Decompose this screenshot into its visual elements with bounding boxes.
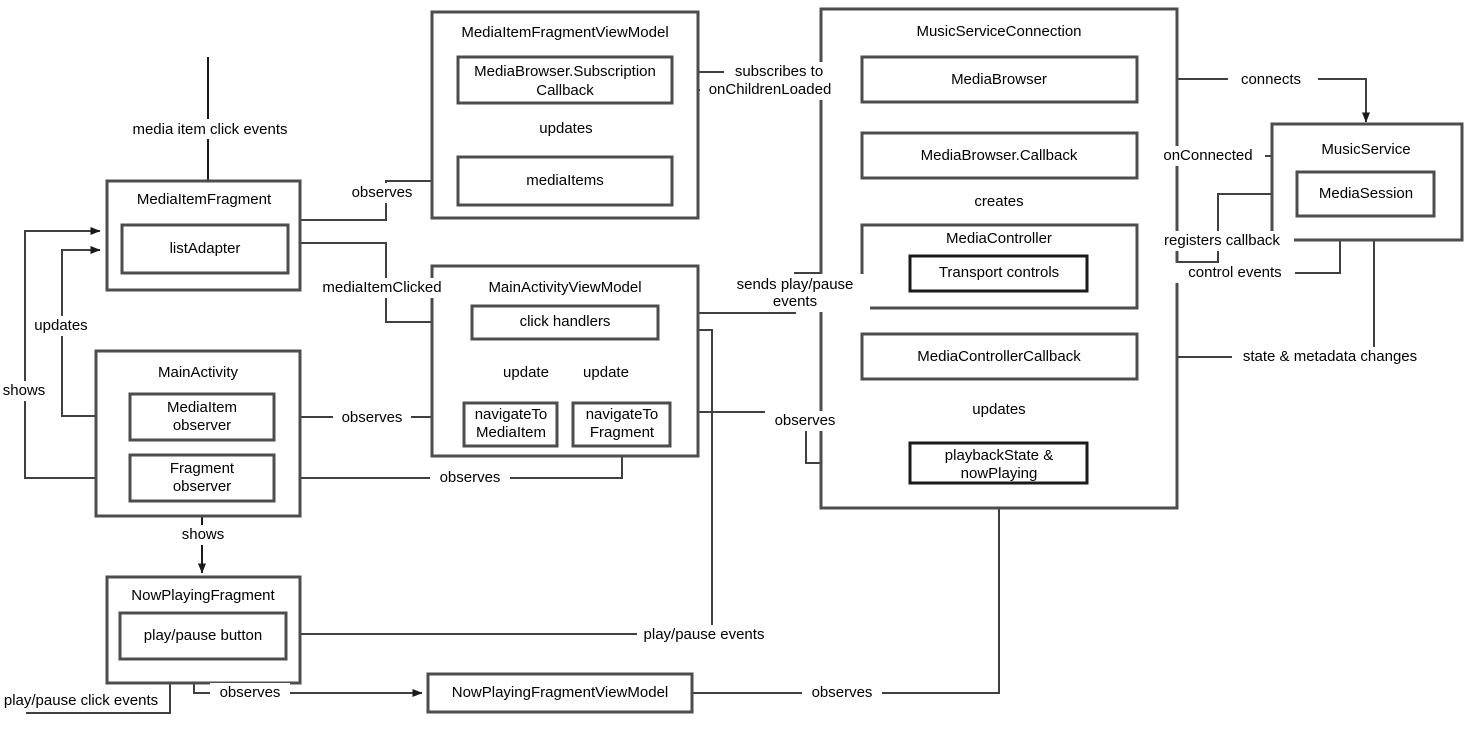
edge-label-updates-playback-state: updates bbox=[972, 401, 1025, 418]
label-now-playing-fragment: NowPlayingFragment bbox=[131, 587, 275, 604]
node-click-handlers bbox=[470, 304, 660, 341]
edge-label-observes-media-item-observer: observes bbox=[342, 409, 403, 426]
edge-label-on-connected: onConnected bbox=[1163, 147, 1252, 164]
label-media-item-fragment: MediaItemFragment bbox=[137, 191, 272, 208]
label-playback-state-line2: nowPlaying bbox=[961, 465, 1038, 482]
edge-label-play-pause-events: play/pause events bbox=[644, 626, 765, 643]
edge-label-update-right: update bbox=[583, 364, 629, 381]
node-media-session bbox=[1295, 170, 1436, 218]
edge-label-updates-list-adapter: updates bbox=[34, 317, 87, 334]
label-transport-controls: Transport controls bbox=[939, 264, 1059, 281]
edge-observes-playback-state-npvm bbox=[692, 489, 1003, 694]
node-transport-controls bbox=[908, 254, 1089, 293]
node-media-items bbox=[456, 155, 674, 207]
node-navigate-to-fragment bbox=[571, 401, 672, 448]
label-media-items: mediaItems bbox=[526, 172, 604, 189]
label-media-item-fragment-view-model: MediaItemFragmentViewModel bbox=[461, 24, 668, 41]
edge-label-observes-playback-left: observes bbox=[775, 412, 836, 429]
edge-label-on-children-loaded: onChildrenLoaded bbox=[709, 81, 832, 98]
label-media-session: MediaSession bbox=[1319, 185, 1413, 202]
label-navigate-to-media-item-line1: navigateTo bbox=[475, 406, 548, 423]
edge-label-sends-play-pause-line2: events bbox=[773, 293, 817, 310]
label-navigate-to-fragment-line2: Fragment bbox=[590, 424, 655, 441]
label-media-browser: MediaBrowser bbox=[951, 71, 1047, 88]
node-play-pause-button bbox=[118, 611, 288, 661]
edge-label-subscribes-to: subscribes to bbox=[735, 63, 823, 80]
node-media-browser bbox=[860, 55, 1139, 104]
label-main-activity: MainActivity bbox=[158, 364, 239, 381]
label-subscription-callback-line2: Callback bbox=[536, 82, 594, 99]
label-fragment-observer-line1: Fragment bbox=[170, 460, 235, 477]
label-navigate-to-media-item-line2: MediaItem bbox=[476, 424, 546, 441]
edge-label-state-metadata-changes: state & metadata changes bbox=[1243, 348, 1417, 365]
label-now-playing-fragment-view-model: NowPlayingFragmentViewModel bbox=[452, 684, 669, 701]
label-media-controller-callback: MediaControllerCallback bbox=[917, 348, 1081, 365]
label-subscription-callback-line1: MediaBrowser.Subscription bbox=[474, 63, 656, 80]
node-media-browser-callback bbox=[860, 131, 1139, 180]
node-now-playing-fragment-view-model bbox=[426, 672, 694, 714]
label-media-controller: MediaController bbox=[946, 230, 1052, 247]
edge-label-control-events: control events bbox=[1188, 264, 1281, 281]
label-music-service: MusicService bbox=[1321, 141, 1410, 158]
label-media-browser-callback: MediaBrowser.Callback bbox=[921, 147, 1078, 164]
node-media-controller-callback bbox=[860, 332, 1139, 381]
label-click-handlers: click handlers bbox=[520, 313, 611, 330]
edge-label-sends-play-pause-line1: sends play/pause bbox=[737, 276, 854, 293]
edge-label-observes-fragment-observer: observes bbox=[440, 469, 501, 486]
node-media-item-observer bbox=[128, 392, 276, 442]
edge-label-shows-media-item-fragment: shows bbox=[3, 382, 46, 399]
edge-label-updates-media-items: updates bbox=[539, 120, 592, 137]
edge-label-media-item-click-events: media item click events bbox=[132, 121, 287, 138]
edge-label-update-left: update bbox=[503, 364, 549, 381]
edge-connects bbox=[1137, 78, 1370, 123]
node-subscription-callback bbox=[456, 55, 674, 105]
edge-label-play-pause-click-events: play/pause click events bbox=[4, 692, 158, 709]
label-main-activity-view-model: MainActivityViewModel bbox=[488, 279, 641, 296]
label-list-adapter: listAdapter bbox=[170, 240, 241, 257]
node-list-adapter bbox=[120, 223, 290, 275]
label-play-pause-button: play/pause button bbox=[144, 627, 262, 644]
label-music-service-connection: MusicServiceConnection bbox=[916, 23, 1081, 40]
edge-label-connects: connects bbox=[1241, 71, 1301, 88]
label-media-item-observer-line1: MediaItem bbox=[167, 399, 237, 416]
node-navigate-to-media-item bbox=[462, 401, 559, 448]
edge-label-observes-media-items: observes bbox=[352, 184, 413, 201]
node-fragment-observer bbox=[128, 453, 276, 503]
label-navigate-to-fragment-line1: navigateTo bbox=[586, 406, 659, 423]
edge-label-observes-playback-npvm: observes bbox=[812, 684, 873, 701]
edge-label-registers-callback: registers callback bbox=[1164, 232, 1280, 249]
edge-label-media-item-clicked: mediaItemClicked bbox=[322, 279, 441, 296]
edge-label-creates: creates bbox=[974, 193, 1023, 210]
label-fragment-observer-line2: observer bbox=[173, 478, 231, 495]
label-media-item-observer-line2: observer bbox=[173, 417, 231, 434]
edge-label-observes-now-playing-vm: observes bbox=[220, 684, 281, 701]
label-playback-state-line1: playbackState & bbox=[945, 447, 1053, 464]
edge-label-shows-now-playing: shows bbox=[182, 526, 225, 543]
node-playback-state bbox=[908, 441, 1089, 485]
